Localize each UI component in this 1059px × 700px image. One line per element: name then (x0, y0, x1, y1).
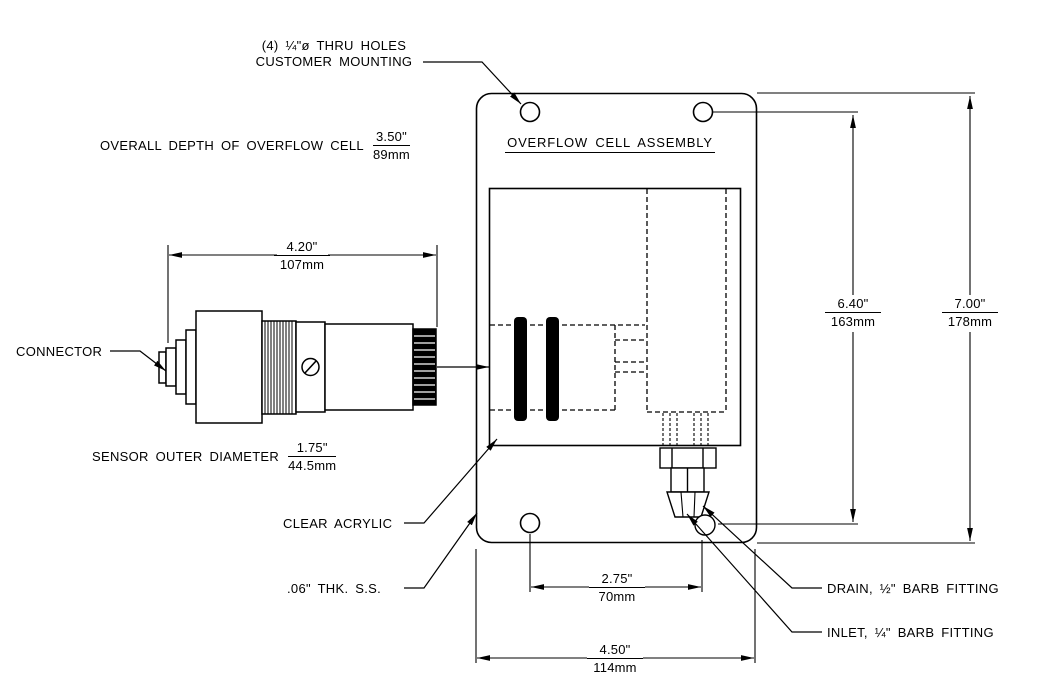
inlet-leader (686, 513, 822, 633)
dim-sensor-length-value: 4.20" 107mm (274, 239, 330, 272)
sensor-threads (261, 320, 297, 415)
connector-callout: CONNECTOR (16, 344, 103, 359)
dimension-lines (167, 92, 975, 663)
inlet-barb-circle (694, 514, 716, 536)
clear-acrylic-callout: CLEAR ACRYLIC (283, 516, 393, 531)
dim-hole-spacing (529, 534, 703, 592)
dim-overall-width-value: 4.50" 114mm (587, 642, 643, 675)
overall-depth-callout: OVERALL DEPTH OF OVERFLOW CELL 3.50" 89m… (100, 129, 410, 162)
mounting-hole (519, 101, 541, 123)
dim-overall-height (757, 92, 975, 544)
sensor-thread-hatch (264, 321, 293, 414)
mounting-hole (692, 101, 714, 123)
dim-drain-height (712, 111, 858, 525)
fitting-hex-nut (659, 447, 717, 469)
sensor-knurl-stripes (414, 335, 435, 400)
sensor-knurl-tip (412, 328, 437, 406)
leader-lines (110, 61, 822, 633)
sensor-cavity-dashed (490, 324, 645, 411)
inlet-callout: INLET, ¼" BARB FITTING (827, 625, 994, 640)
electrode-bar (514, 317, 527, 421)
dim-hole-spacing-value: 2.75" 70mm (589, 571, 645, 604)
dim-overall-width (475, 549, 756, 663)
dim-sensor-length (167, 245, 438, 343)
drain-callout: DRAIN, ½" BARB FITTING (827, 581, 999, 596)
sensor-od-dimension: 1.75" 44.5mm (288, 440, 337, 473)
drawing-title: OVERFLOW CELL ASSEMBLY (494, 135, 726, 153)
overall-depth-label: OVERALL DEPTH OF OVERFLOW CELL (100, 138, 364, 153)
electrode-bars (514, 317, 559, 421)
sensor-od-label: SENSOR OUTER DIAMETER (92, 449, 280, 464)
connector-leader (110, 350, 167, 372)
sensor-assembly (158, 310, 489, 424)
dim-overall-height-value: 7.00" 178mm (942, 296, 998, 329)
thru-holes-leader (423, 61, 522, 105)
overall-depth-dimension: 3.50" 89mm (372, 129, 410, 162)
thru-holes-callout-line1: (4) ¼"ø THRU HOLES (261, 38, 407, 53)
sensor-barrel (324, 323, 414, 411)
overflow-tube-dashed (646, 189, 727, 413)
dim-drain-height-value: 6.40" 163mm (825, 296, 881, 329)
drain-fitting (659, 447, 717, 536)
fitting-barb-taper (666, 491, 710, 518)
mounting-hole (519, 512, 541, 534)
overflow-cell-block (488, 187, 742, 449)
drain-leader (702, 505, 822, 589)
screw-slot (303, 359, 318, 375)
plate-material-callout: .06" THK. S.S. (287, 581, 382, 596)
electrode-bar (546, 317, 559, 421)
sensor-connector (158, 329, 197, 405)
drain-passages-dashed (662, 413, 709, 449)
clear-acrylic-leader (404, 438, 498, 524)
sensor-od-callout: SENSOR OUTER DIAMETER 1.75" 44.5mm (92, 440, 337, 473)
thru-holes-callout-line2: CUSTOMER MOUNTING (255, 54, 413, 69)
sensor-body (195, 310, 263, 424)
plate-material-leader (404, 512, 478, 589)
